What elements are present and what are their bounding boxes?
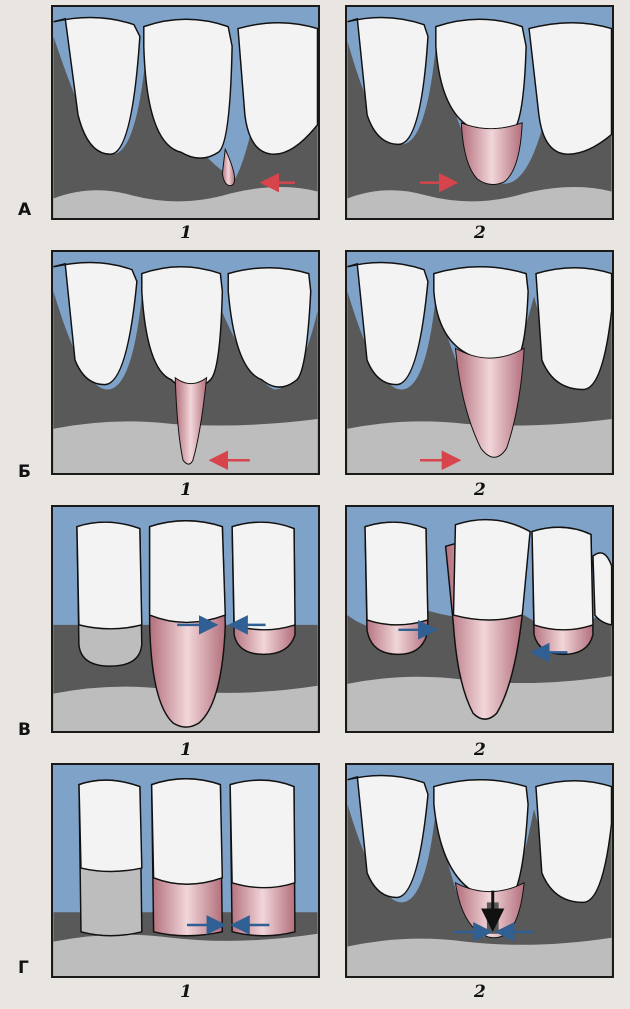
diagram-v1: [53, 520, 318, 731]
tooth-left: [364, 521, 429, 626]
pocket: [221, 147, 236, 187]
row-label: Г: [18, 958, 29, 978]
tooth-right: [531, 526, 594, 631]
panel-b1: [51, 250, 320, 475]
tooth-left: [347, 261, 429, 386]
pocket: [460, 122, 523, 185]
diagram-b1: [53, 261, 318, 473]
diagram-a2: [347, 16, 612, 218]
tooth-right: [237, 21, 318, 155]
tooth-center: [150, 778, 224, 885]
tooth-right: [231, 521, 296, 631]
tooth-left: [53, 16, 141, 155]
tooth-center: [141, 265, 224, 391]
panel-number: 2: [474, 223, 486, 243]
tooth-left: [78, 779, 143, 873]
panel-b2: [345, 250, 614, 475]
diagram-a1: [53, 16, 318, 218]
tooth-far-right: [592, 552, 612, 626]
panel-g2: [345, 763, 614, 978]
diagram-g2: [347, 774, 612, 976]
panel-v1: [51, 505, 320, 733]
panel-number: 2: [474, 982, 486, 1002]
gingiva: [347, 41, 612, 218]
gingiva: [347, 804, 612, 976]
tooth-center: [148, 520, 227, 624]
panel-a1: [51, 5, 320, 220]
tooth-left: [347, 774, 429, 899]
pocket: [174, 376, 208, 465]
tooth-right: [535, 780, 612, 904]
tooth-right: [528, 21, 612, 155]
panel-g1: [51, 763, 320, 978]
tooth-left: [53, 261, 138, 386]
row-label: В: [18, 720, 31, 740]
panel-number: 1: [180, 982, 192, 1002]
gingiva: [53, 36, 318, 218]
panel-number: 2: [474, 740, 486, 760]
panel-number: 1: [180, 740, 192, 760]
panel-number: 1: [180, 223, 192, 243]
tooth-right: [229, 779, 296, 889]
row-label: Б: [18, 462, 31, 482]
diagram-b2: [347, 261, 612, 473]
bone: [347, 937, 612, 976]
tooth-right: [535, 267, 612, 391]
panel-number: 2: [474, 480, 486, 500]
diagram-v2: [347, 518, 612, 731]
pocket: [454, 347, 525, 458]
tooth-center-tilted: [452, 518, 531, 621]
bone: [53, 187, 318, 218]
panel-a2: [345, 5, 614, 220]
tooth-center: [143, 18, 233, 159]
tooth-left: [76, 521, 143, 630]
tooth-left: [347, 16, 429, 146]
panel-v2: [345, 505, 614, 733]
tooth-right: [227, 266, 312, 388]
diagram-g1: [53, 778, 318, 976]
panel-number: 1: [180, 480, 192, 500]
bone: [53, 933, 318, 976]
bone: [347, 187, 612, 218]
row-label: А: [18, 200, 32, 220]
